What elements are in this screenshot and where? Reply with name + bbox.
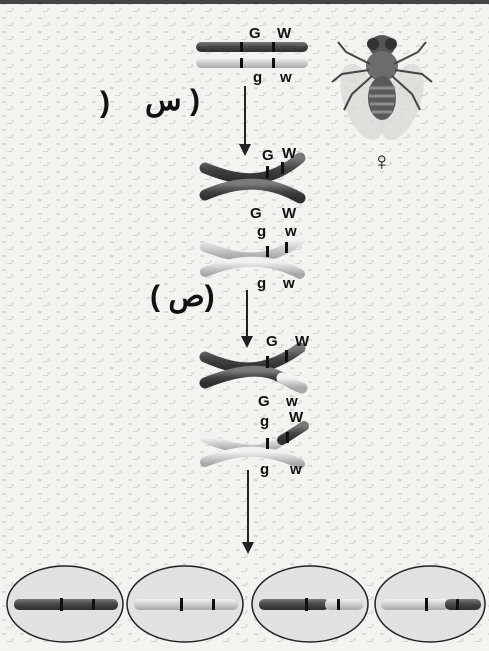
allele-parent-top-G: G <box>249 26 261 41</box>
allele-parent-bottom-g: g <box>253 70 262 85</box>
allele-cross2-top-G: G <box>266 334 278 349</box>
step-label-p: (ص ) <box>150 282 215 312</box>
allele-cross1-low-w: w <box>285 224 297 239</box>
allele-cross1-top-W: W <box>282 146 296 161</box>
allele-cross1-mid-G: G <box>250 206 262 221</box>
allele-parent-top-W: W <box>277 26 291 41</box>
allele-cross2-mid-w: w <box>286 394 298 409</box>
allele-parent-bottom-w: w <box>280 70 292 85</box>
gamete-3 <box>252 566 368 642</box>
allele-cross2-top-W: W <box>295 334 309 349</box>
step-label-s: ( س <box>145 86 200 116</box>
step-label-s-paren: ) <box>100 88 110 118</box>
allele-cross2-mid-G: G <box>258 394 270 409</box>
allele-cross1-low-g: g <box>257 224 266 239</box>
gamete-2 <box>127 566 243 642</box>
top-border <box>0 0 489 4</box>
allele-cross1-mid-W: W <box>282 206 296 221</box>
allele-cross1-bottom-w: w <box>283 276 295 291</box>
parent-chromosome-dark <box>196 42 308 52</box>
allele-cross2-low-W: W <box>289 410 303 425</box>
allele-cross2-low-g: g <box>260 414 269 429</box>
gamete-4 <box>375 566 485 642</box>
female-symbol: ♀ <box>372 148 392 174</box>
gamete-1 <box>7 566 123 642</box>
allele-cross2-bottom-g: g <box>260 462 269 477</box>
allele-cross2-bottom-w: w <box>290 462 302 477</box>
allele-cross1-top-G: G <box>262 148 274 163</box>
allele-cross1-bottom-g: g <box>257 276 266 291</box>
parent-chromosome-light <box>196 58 308 68</box>
